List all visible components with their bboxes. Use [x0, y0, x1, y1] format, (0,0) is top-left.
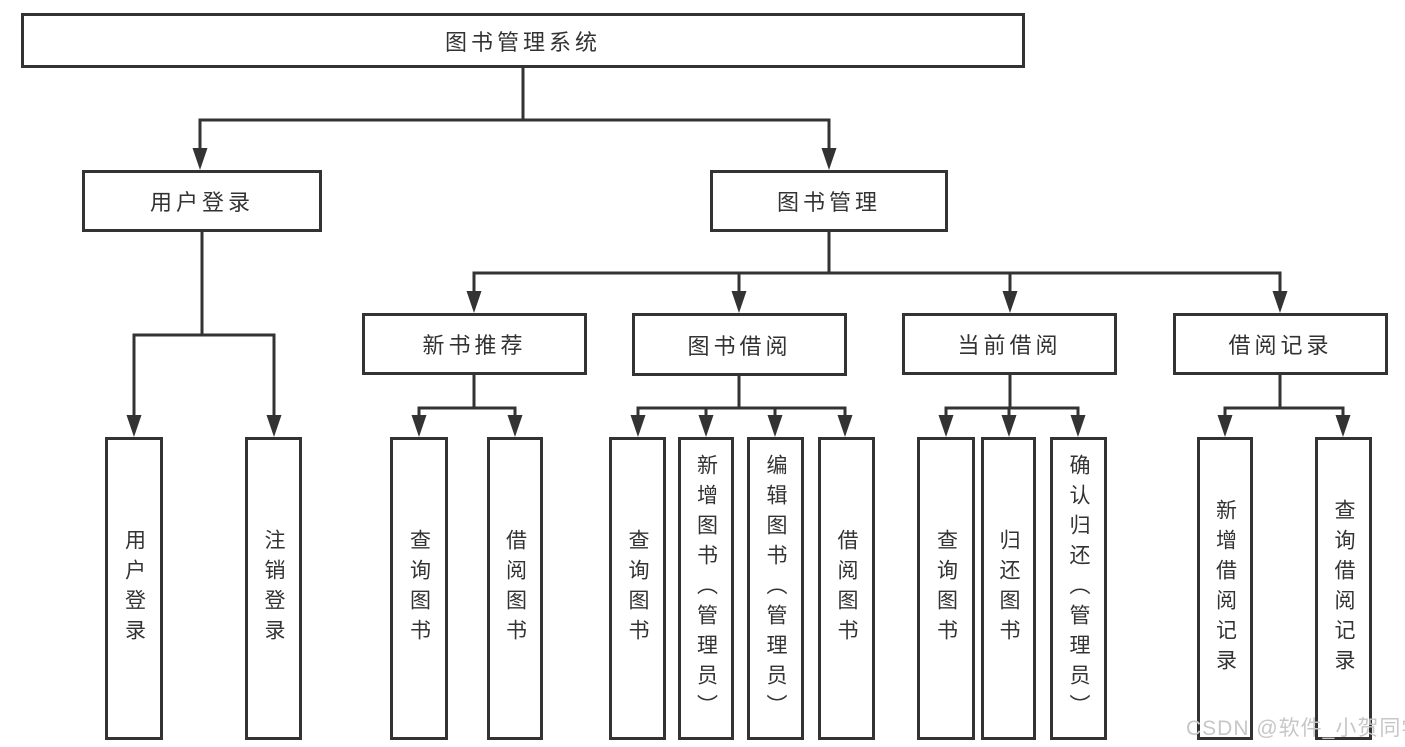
leaf-query-borrow-record: 查询借阅记录 [1315, 437, 1372, 740]
node-label: 借阅记录 [1228, 333, 1333, 358]
node-label: 图书管理 [776, 190, 881, 215]
leaf-label: 查询图书 [626, 528, 649, 649]
node-label: 新书推荐 [422, 333, 527, 358]
leaf-edit-books-admin: 编辑图书（管理员） [747, 437, 804, 740]
leaf-label: 确认归还（管理员） [1067, 453, 1090, 724]
node-book-borrow: 图书借阅 [632, 313, 847, 376]
node-user-login: 用户登录 [82, 170, 322, 232]
leaf-label: 查询图书 [407, 528, 431, 649]
node-book-management: 图书管理 [710, 170, 948, 232]
leaf-return-books: 归还图书 [981, 437, 1036, 740]
leaf-label: 归还图书 [997, 528, 1020, 649]
leaf-label: 查询图书 [934, 528, 958, 649]
leaf-add-borrow-record: 新增借阅记录 [1197, 437, 1253, 740]
leaf-label: 借阅图书 [503, 528, 527, 649]
leaf-query-books-borrow: 查询图书 [609, 437, 666, 740]
leaf-label: 借阅图书 [835, 528, 858, 649]
leaf-logout: 注销登录 [245, 437, 302, 740]
watermark: CSDN @软件_小贺同学 [1186, 717, 1405, 740]
node-label: 图书借阅 [687, 333, 792, 359]
node-label: 当前借阅 [957, 333, 1062, 358]
node-label: 用户登录 [149, 190, 254, 215]
leaf-confirm-return-admin: 确认归还（管理员） [1050, 437, 1107, 740]
leaf-add-books-admin: 新增图书（管理员） [678, 437, 734, 740]
node-library-management-system: 图书管理系统 [21, 13, 1025, 68]
leaf-user-login: 用户登录 [105, 437, 163, 740]
leaf-label: 新增图书（管理员） [694, 453, 718, 724]
leaf-label: 注销登录 [262, 528, 285, 649]
leaf-label: 新增借阅记录 [1213, 498, 1237, 679]
leaf-query-books-recommend: 查询图书 [390, 437, 448, 740]
node-current-borrow: 当前借阅 [902, 313, 1117, 375]
node-new-book-recommend: 新书推荐 [362, 313, 587, 375]
node-label: 图书管理系统 [444, 29, 601, 55]
leaf-label: 查询借阅记录 [1332, 498, 1355, 679]
node-borrow-records: 借阅记录 [1173, 313, 1388, 375]
leaf-borrow-books: 借阅图书 [818, 437, 875, 740]
leaf-query-books-current: 查询图书 [917, 437, 975, 740]
leaf-label: 用户登录 [122, 528, 146, 649]
leaf-label: 编辑图书（管理员） [764, 453, 787, 724]
leaf-borrow-books-recommend: 借阅图书 [487, 437, 543, 740]
